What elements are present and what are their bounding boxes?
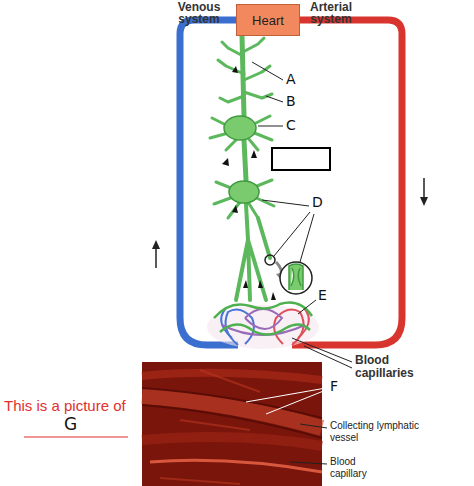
text-label: Arterial system [300,1,362,25]
lymph-branch [222,38,264,56]
arrow-head [271,292,276,300]
venous-capillary [221,308,232,338]
lymphatic-vessels [210,36,274,300]
leader-line [252,62,283,80]
leader-line [266,96,283,102]
lymph-branch [218,60,272,102]
answer-box [272,148,330,170]
arterial-loop [292,20,402,345]
callout-letter: C [286,117,296,133]
answer-underline [24,436,128,437]
leader-line [274,212,310,256]
arrow-head [232,66,238,73]
afferent-vessel [214,180,274,218]
callout-letter: D [312,194,323,210]
valve-illustration [289,264,303,290]
leader-lines [252,62,352,368]
vessel-wall [142,388,322,418]
leader-line [258,126,283,127]
lymph-trunk [242,36,244,116]
text-label: Venous system [168,1,230,25]
arrow-head [258,280,263,288]
flow-arrow [152,178,428,268]
callout-letter: G [64,414,77,434]
arrow-head [251,150,257,158]
callout-letter: E [318,287,327,303]
text-label: Collecting lymphatic vessel [330,420,450,444]
arrow-head [222,158,229,166]
arrow-head [232,205,238,213]
afferent-vessel [210,116,272,150]
leader-line [290,462,327,464]
valve-zoom [280,262,312,294]
callout-letter: A [286,71,296,87]
lymph-capillary [220,324,310,334]
vessel-wall [142,405,322,438]
tissue-streak [160,370,260,484]
leader-line [292,338,352,362]
node-text: Heart [252,13,284,28]
heart-box: Heart [236,4,300,36]
photo-ground [142,362,322,486]
leader-line [300,214,314,262]
lymph-node [229,181,259,203]
arrow-head [420,197,428,206]
tissue-streak [142,437,322,446]
text-label: This is a picture of [4,396,128,416]
collecting-vessel [236,204,270,300]
lymph-node [224,116,256,140]
leader-line [298,300,316,314]
text-label: Blood capillaries [355,354,427,380]
tissue-streak [142,373,322,380]
lymph-flow-arrow [222,66,276,300]
photo-leaders [246,388,327,464]
lymph-trunk [244,140,246,180]
valve-marker [265,255,275,265]
callout-letter: B [286,93,296,109]
leader-line [262,200,309,206]
leader-line [300,424,327,428]
text-label: Blood capillary [330,456,382,480]
micrograph [142,362,322,486]
mixed-capillary [245,309,282,329]
leader-line [266,390,326,414]
arrow-head [243,280,248,288]
arrow-head [152,240,160,249]
callout-letter: F [330,378,338,394]
lymph-capillary [214,303,312,319]
